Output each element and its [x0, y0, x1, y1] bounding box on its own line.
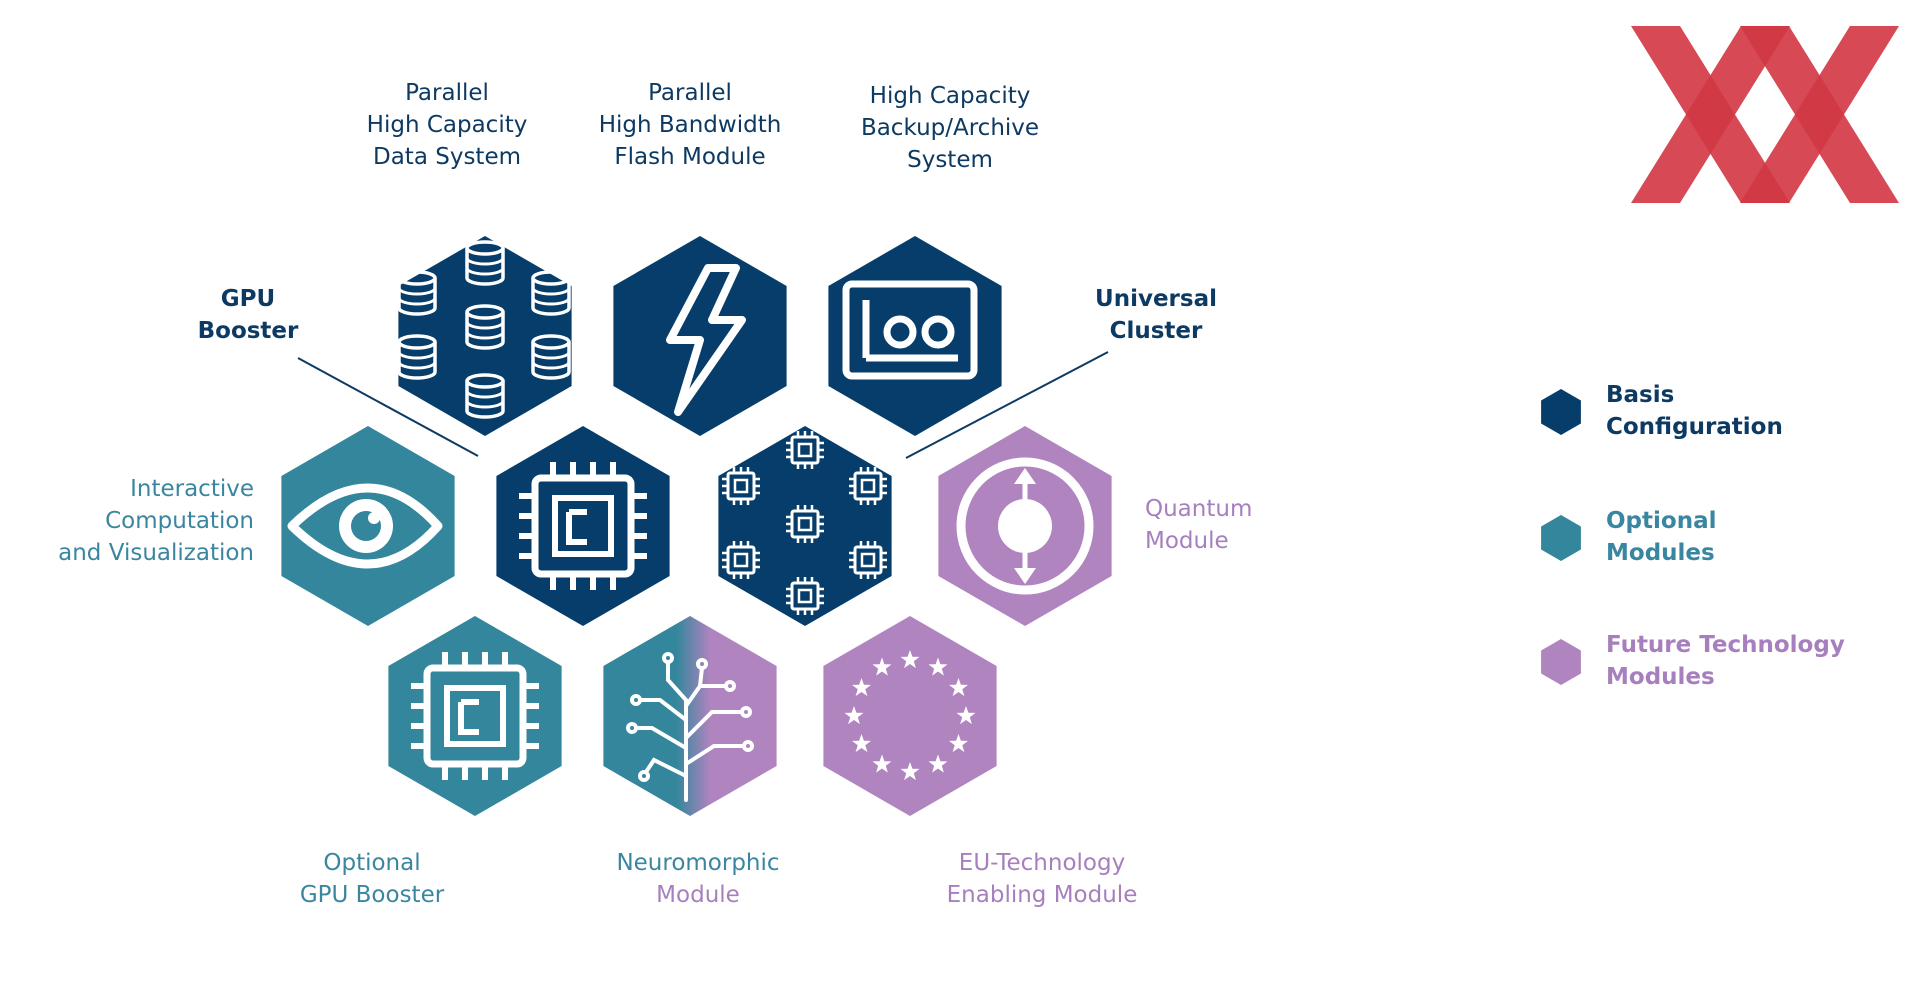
- label-quantum-module-line: Module: [1145, 528, 1229, 554]
- label-optional-gpu-booster-line: Optional: [323, 850, 420, 876]
- legend-swatch: [1541, 389, 1581, 435]
- hexagon-eu-technology: [823, 616, 997, 816]
- label-flash-module-line: High Bandwidth: [599, 112, 782, 138]
- label-flash-module-line: Parallel: [648, 80, 732, 106]
- hexagon-neuromorphic-module: [603, 616, 777, 816]
- tape-storage-icon: [842, 280, 978, 380]
- label-backup-archive-line: System: [907, 147, 993, 173]
- legend-swatch: [1541, 515, 1581, 561]
- label-neuromorphic-module-line: Neuromorphic: [616, 850, 779, 876]
- hexagon-gpu-booster: [496, 426, 670, 626]
- label-universal-cluster-line: Cluster: [1110, 318, 1203, 344]
- legend-swatch: [1541, 639, 1581, 685]
- hexagon-optional-gpu-booster: [388, 616, 562, 816]
- legend-label-line: Configuration: [1606, 414, 1783, 440]
- legend-label-line: Optional: [1606, 508, 1716, 534]
- legend-label-line: Modules: [1606, 540, 1715, 566]
- label-eu-technology-line: Enabling Module: [947, 882, 1138, 908]
- label-interactive-viz-line: and Visualization: [58, 540, 254, 566]
- label-gpu-booster-line: GPU: [221, 286, 275, 312]
- label-neuromorphic-module-line: Module: [656, 882, 740, 908]
- eye-icon: [287, 483, 443, 569]
- circuit-tree-icon: [626, 652, 754, 802]
- label-gpu-booster-line: Booster: [198, 318, 299, 344]
- label-optional-gpu-booster-line: GPU Booster: [300, 882, 445, 908]
- label-universal-cluster-line: Universal: [1095, 286, 1217, 312]
- quantum-spin-icon: [956, 457, 1094, 595]
- label-backup-archive-line: High Capacity: [870, 83, 1031, 109]
- hexagon-universal-cluster: [718, 426, 892, 626]
- legend-label-line: Future Technology: [1606, 632, 1845, 658]
- label-interactive-viz-line: Interactive: [130, 476, 254, 502]
- label-backup-archive-line: Backup/Archive: [861, 115, 1039, 141]
- label-flash-module-line: Flash Module: [614, 144, 765, 170]
- legend-label-line: Modules: [1606, 664, 1715, 690]
- lightning-bolt-icon: [666, 264, 746, 416]
- label-eu-technology-line: EU-Technology: [959, 850, 1125, 876]
- label-quantum-module-line: Quantum: [1145, 496, 1252, 522]
- brand-logo: [1631, 26, 1899, 203]
- legend-label-line: Basis: [1606, 382, 1674, 408]
- label-data-system-line: Data System: [373, 144, 521, 170]
- universal-cluster-connector: [905, 351, 1109, 459]
- label-data-system-line: Parallel: [405, 80, 489, 106]
- label-data-system-line: High Capacity: [367, 112, 528, 138]
- label-interactive-viz-line: Computation: [105, 508, 254, 534]
- hexagon-data-system: [398, 236, 572, 436]
- gpu-booster-connector: [297, 357, 479, 457]
